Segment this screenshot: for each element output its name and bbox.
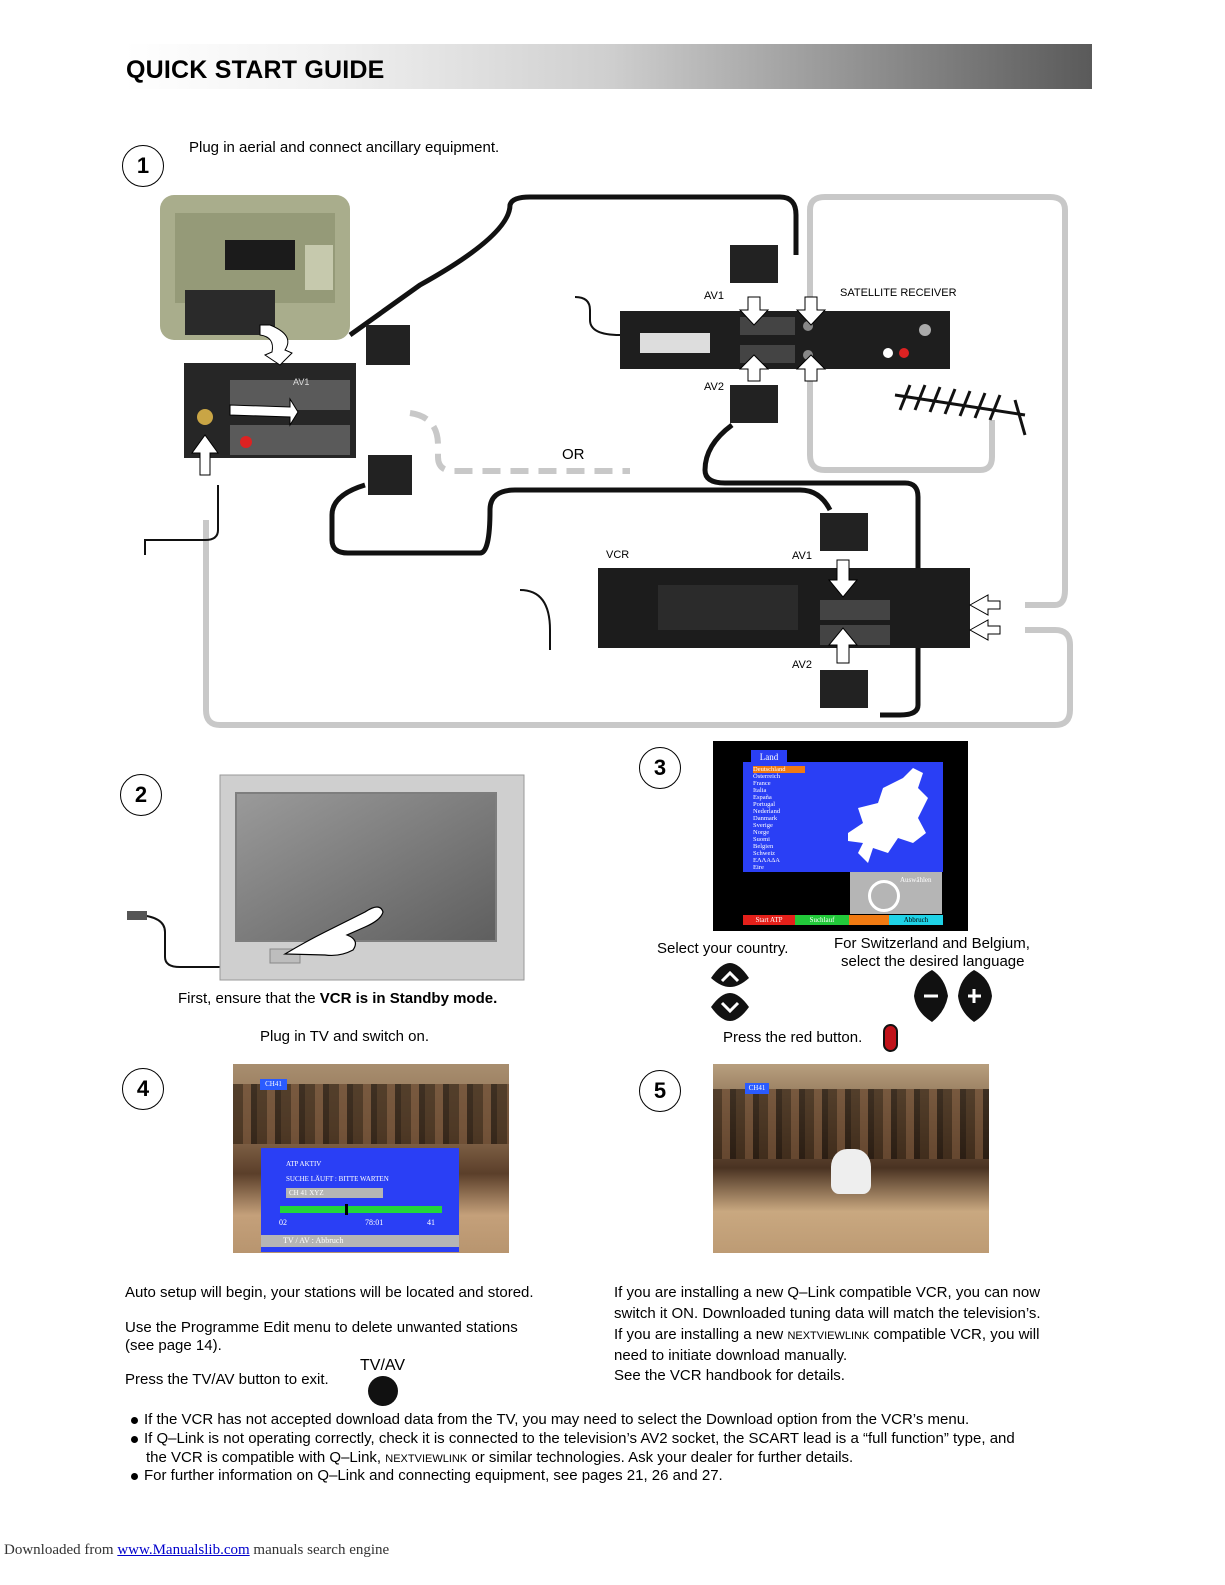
bullet-1: If the VCR has not accepted download dat… <box>131 1410 969 1429</box>
red-button-icon <box>883 1024 898 1052</box>
menu-button-blue: Abbruch <box>889 915 943 925</box>
menu-title: Land <box>751 750 787 764</box>
header-bar <box>124 44 1092 89</box>
bullet-3: For further information on Q–Link and co… <box>131 1466 723 1485</box>
step-5-l5: See the VCR handbook for details. <box>614 1367 845 1384</box>
tvav-label: TV/AV <box>360 1357 406 1374</box>
vcr-label: VCR <box>606 549 629 561</box>
manualslib-link[interactable]: www.Manualslib.com <box>117 1542 250 1558</box>
country-item[interactable]: España <box>753 794 772 801</box>
country-item[interactable]: Deutschland <box>753 766 805 773</box>
country-item[interactable]: ΕΛΛΑΔΑ <box>753 857 780 864</box>
search-status: SUCHE LÄUFT : BITTE WARTEN <box>286 1175 389 1183</box>
page-title: QUICK START GUIDE <box>126 56 385 84</box>
progress-freq: 78:01 <box>365 1218 384 1227</box>
connection-diagram: AV1 AV1 AV2 SATELLITE RECEIVER OR VCR AV… <box>144 194 1073 728</box>
vcr-av2-label: AV2 <box>792 659 812 671</box>
up-down-buttons <box>711 963 749 1021</box>
step-5-l1: If you are installing a new Q–Link compa… <box>614 1284 1041 1301</box>
step-5-l3: If you are installing a new NEXTVIEWLINK… <box>614 1326 1040 1343</box>
step-5-l4: need to initiate download manually. <box>614 1347 848 1364</box>
sat-av2-label: AV2 <box>704 381 724 393</box>
country-item[interactable]: Nederland <box>753 808 781 815</box>
sat-av1-label: AV1 <box>704 290 724 302</box>
atp-panel: ATP AKTIV SUCHE LÄUFT : BITTE WARTEN CH … <box>261 1148 459 1252</box>
step-5-l2: switch it ON. Downloaded tuning data wil… <box>614 1305 1041 1322</box>
channel-badge-2: CH41 <box>745 1083 769 1094</box>
select-label: Auswählen <box>900 876 932 884</box>
step-4-p2a: Use the Programme Edit menu to delete un… <box>125 1319 518 1336</box>
station-field: CH 41 XYZ <box>286 1188 383 1198</box>
menu-button-yellow <box>849 915 889 925</box>
step-4-p2b: (see page 14). <box>125 1337 222 1354</box>
step-3-badge: 3 <box>639 747 681 789</box>
country-item[interactable]: Norge <box>753 829 770 836</box>
progress-track <box>280 1206 442 1213</box>
bullet-2-cont: the VCR is compatible with Q–Link, NEXTV… <box>146 1449 854 1466</box>
step-5-badge: 5 <box>639 1070 681 1112</box>
atp-status: ATP AKTIV <box>286 1160 322 1168</box>
white-horse <box>831 1149 871 1194</box>
country-item[interactable]: Belgien <box>753 843 774 850</box>
step-2-badge: 2 <box>120 774 162 816</box>
menu-button-red: Start ATP <box>743 915 795 925</box>
progress-start: 02 <box>279 1218 287 1227</box>
tv-front-illustration <box>127 774 525 981</box>
tvav-button-icon <box>368 1376 398 1406</box>
or-label: OR <box>562 446 585 463</box>
bullet-2: If Q–Link is not operating correctly, ch… <box>131 1429 1015 1448</box>
europe-map-icon <box>848 768 928 863</box>
country-item[interactable]: Italia <box>753 787 767 794</box>
press-red-text: Press the red button. <box>723 1029 863 1046</box>
select-panel: Auswählen <box>850 872 942 914</box>
satellite-label: SATELLITE RECEIVER <box>840 287 957 299</box>
step-4-p1: Auto setup will begin, your stations wil… <box>125 1284 534 1301</box>
channel-badge: CH41 <box>260 1079 287 1090</box>
country-item[interactable]: Danmark <box>753 815 778 822</box>
progress-marker <box>344 1204 348 1215</box>
country-item[interactable]: Suomi <box>753 836 770 843</box>
country-item[interactable]: Eire <box>753 864 764 871</box>
select-country-text: Select your country. <box>657 940 789 957</box>
country-item[interactable]: Sverige <box>753 822 773 829</box>
step-5-screen: CH41 <box>713 1064 989 1253</box>
step-1-instruction: Plug in aerial and connect ancillary equ… <box>189 139 500 156</box>
language-line1: For Switzerland and Belgium, <box>834 935 1030 952</box>
exit-bar: TV / AV : Abbruch <box>261 1235 459 1247</box>
country-item[interactable]: Portugal <box>753 801 776 808</box>
step-2-line1: First, ensure that the VCR is in Standby… <box>178 990 498 1007</box>
country-item[interactable]: Schweiz <box>753 850 776 857</box>
footer: Downloaded from www.Manualslib.com manua… <box>4 1542 390 1558</box>
progress-end: 41 <box>427 1218 435 1227</box>
step-4-badge: 4 <box>122 1068 164 1110</box>
step-4-screen: CH41 ATP AKTIV SUCHE LÄUFT : BITTE WARTE… <box>233 1064 509 1253</box>
minus-plus-buttons <box>914 970 992 1022</box>
step-1-badge: 1 <box>122 145 164 187</box>
tv-av1-label: AV1 <box>293 377 309 387</box>
step-2-line2: Plug in TV and switch on. <box>260 1028 429 1045</box>
vcr-av1-label: AV1 <box>792 550 812 562</box>
country-item[interactable]: Österreich <box>753 773 781 780</box>
nav-ring-icon <box>868 880 900 912</box>
down-arrow-icon <box>711 993 749 1021</box>
menu-button-green: Suchlauf <box>795 915 849 925</box>
country-item[interactable]: France <box>753 780 771 787</box>
step-4-p3: Press the TV/AV button to exit. <box>125 1371 329 1388</box>
language-line2: select the desired language <box>841 953 1025 970</box>
